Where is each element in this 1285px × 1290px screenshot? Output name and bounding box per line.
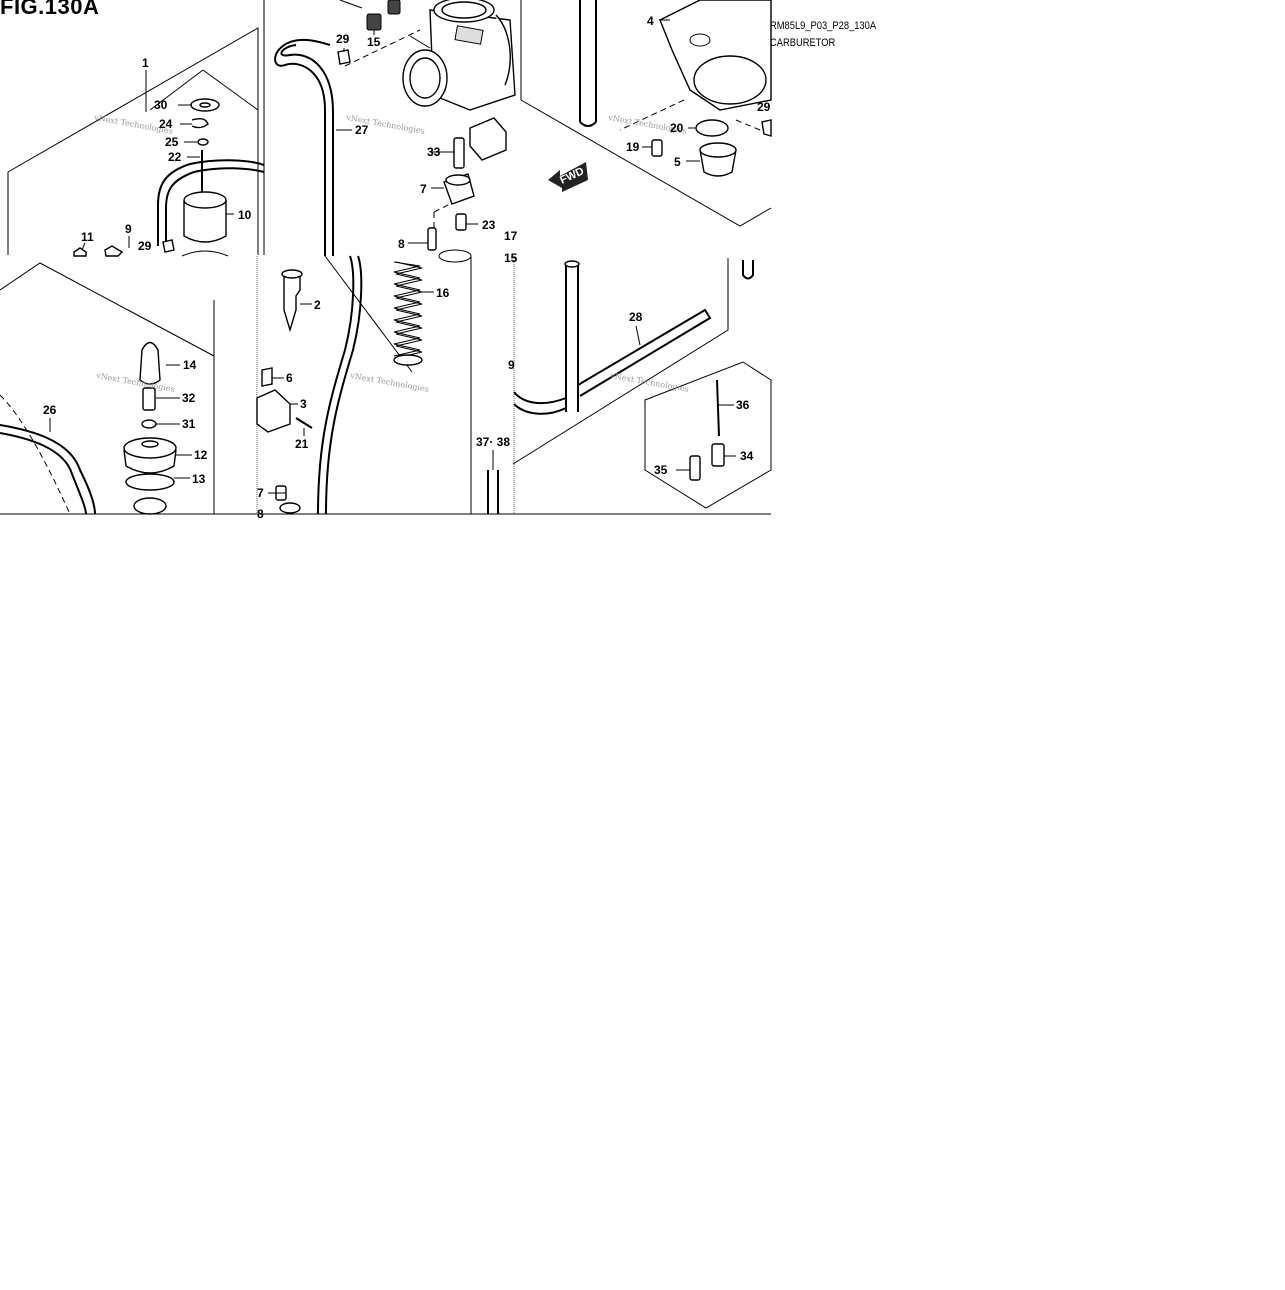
callout-5: 5	[674, 155, 681, 169]
watermark: vNext Technologies	[609, 371, 690, 394]
spring-16	[393, 261, 423, 366]
figure-code: RM85L9_P03_P28_130A	[770, 20, 877, 32]
callout-22: 22	[168, 150, 182, 164]
callout-29c: 29	[757, 100, 771, 114]
callout-16: 16	[436, 286, 450, 300]
callout-36: 36	[736, 398, 750, 412]
callout-19: 19	[626, 140, 640, 154]
hose-lines	[0, 0, 754, 515]
callout-12: 12	[194, 448, 208, 462]
callout-27: 27	[355, 123, 369, 137]
callout-21: 21	[295, 437, 309, 451]
callout-30: 30	[154, 98, 168, 112]
callout-3: 3	[300, 397, 307, 411]
watermark: vNext Technologies	[349, 371, 430, 394]
callout-17: 17	[504, 229, 518, 243]
fwd-arrow-icon	[548, 162, 588, 192]
callout-29a: 29	[336, 32, 350, 46]
callout-37-38: 37· 38	[476, 435, 510, 449]
callout-25: 25	[165, 135, 179, 149]
callout-9: 9	[125, 222, 132, 236]
callout-32: 32	[182, 391, 196, 405]
callout-24: 24	[159, 117, 173, 131]
figure-name: CARBURETOR	[770, 37, 836, 49]
callout-13: 13	[192, 472, 206, 486]
callout-15b: 15	[504, 251, 518, 265]
callout-7: 7	[420, 182, 427, 196]
callout-28: 28	[629, 310, 643, 324]
callout-33: 33	[427, 145, 441, 159]
callout-4: 4	[647, 14, 654, 28]
callout-11: 11	[81, 230, 94, 244]
callout-2: 2	[314, 298, 321, 312]
watermark: vNext Technologies	[95, 371, 176, 394]
callout-23: 23	[482, 218, 496, 232]
watermarks: vNext Technologies vNext Technologies vN…	[93, 113, 690, 394]
callout-20: 20	[670, 121, 684, 135]
callout-14: 14	[183, 358, 197, 372]
leader-lines	[49, 19, 761, 494]
figure-title: FIG.130A	[0, 0, 100, 19]
callout-8: 8	[398, 237, 405, 251]
callout-15: 15	[367, 35, 381, 49]
callout-10: 10	[238, 208, 252, 222]
callout-9b: 9	[508, 358, 515, 372]
callout-34: 34	[740, 449, 754, 463]
callout-35: 35	[654, 463, 668, 477]
callout-31: 31	[182, 417, 196, 431]
callout-6: 6	[286, 371, 293, 385]
part-shapes	[73, 0, 772, 515]
callout-29b: 29	[138, 239, 152, 253]
callout-8b: 8	[257, 507, 264, 521]
carburetor-body	[402, 0, 516, 111]
callout-26: 26	[43, 403, 57, 417]
panel-frames	[0, 0, 772, 515]
float-bowl	[659, 0, 772, 111]
callout-7b: 7	[257, 486, 264, 500]
callout-1: 1	[142, 56, 149, 70]
callout-labels: 1 2 3 4 5 6 7 7 8 8 9 9 10 11 12 13 14 1…	[43, 14, 771, 521]
